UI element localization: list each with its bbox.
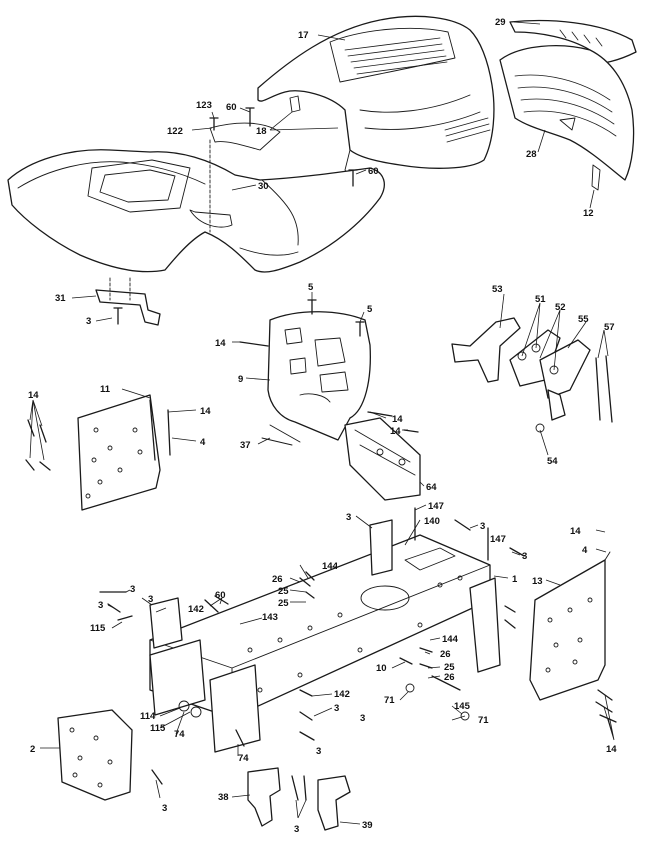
callout-14: 14	[570, 526, 581, 537]
callout-3: 3	[98, 600, 103, 611]
callout-1: 1	[512, 574, 518, 585]
callout-14: 14	[200, 406, 211, 417]
callout-10: 10	[376, 663, 387, 674]
fender-deck-part	[7, 122, 385, 273]
callout-3: 3	[86, 316, 91, 327]
callout-53: 53	[492, 284, 503, 295]
callout-122: 122	[167, 126, 183, 137]
callout-12: 12	[583, 208, 594, 219]
callout-51: 51	[535, 294, 546, 305]
callout-17: 17	[298, 30, 309, 41]
callout-4: 4	[200, 437, 206, 448]
callout-3: 3	[346, 512, 351, 523]
callout-64: 64	[426, 482, 437, 493]
control-bracket-part	[344, 411, 421, 501]
callout-123: 123	[196, 100, 212, 111]
rear-brackets-part	[247, 767, 351, 831]
callout-57: 57	[604, 322, 615, 333]
callout-25: 25	[444, 662, 455, 673]
callout-144: 144	[442, 634, 459, 645]
callout-25: 25	[278, 598, 289, 609]
callout-3: 3	[316, 746, 321, 757]
right-side-panel-part	[529, 551, 617, 741]
callout-55: 55	[578, 314, 589, 325]
callout-labels: 17 29 123 60 122 18 30 60 28 12 31 3 5 5…	[28, 17, 617, 835]
callout-147: 147	[490, 534, 506, 545]
callout-14: 14	[28, 390, 39, 401]
callout-5: 5	[308, 282, 314, 293]
callout-3: 3	[480, 521, 485, 532]
linkage-parts	[451, 317, 613, 433]
callout-71: 71	[478, 715, 489, 726]
callout-26: 26	[440, 649, 451, 660]
callout-147: 147	[428, 501, 444, 512]
callout-18: 18	[256, 126, 267, 137]
callout-11: 11	[100, 384, 111, 395]
callout-60: 60	[226, 102, 237, 113]
callout-2: 2	[30, 744, 35, 755]
grille-bracket-part	[499, 45, 635, 191]
loose-bolts-part	[25, 399, 51, 471]
callout-115: 115	[150, 723, 166, 734]
callout-14: 14	[606, 744, 617, 755]
callout-60: 60	[368, 166, 379, 177]
front-plate-part	[57, 709, 163, 801]
callout-39: 39	[362, 820, 373, 831]
grille-part	[509, 19, 637, 64]
callout-143: 143	[262, 612, 278, 623]
leader-lines	[40, 21, 609, 825]
callout-29: 29	[495, 17, 506, 28]
dash-bracket-part	[95, 277, 161, 326]
callout-28: 28	[526, 149, 537, 160]
callout-13: 13	[532, 576, 543, 587]
callout-26: 26	[444, 672, 455, 683]
callout-30: 30	[258, 181, 269, 192]
callout-5: 5	[367, 304, 373, 315]
callout-3: 3	[130, 584, 135, 595]
callout-140: 140	[424, 516, 440, 527]
main-frame-part	[149, 519, 501, 753]
callout-54: 54	[547, 456, 558, 467]
callout-31: 31	[55, 293, 66, 304]
callout-144: 144	[322, 561, 339, 572]
callout-3: 3	[360, 713, 365, 724]
callout-14: 14	[392, 414, 403, 425]
callout-3: 3	[148, 594, 153, 605]
callout-52: 52	[555, 302, 566, 313]
hood-part	[257, 15, 495, 181]
callout-14: 14	[215, 338, 226, 349]
callout-3: 3	[334, 703, 339, 714]
callout-37: 37	[240, 440, 251, 451]
callout-25: 25	[278, 586, 289, 597]
callout-3: 3	[294, 824, 299, 835]
callout-26: 26	[272, 574, 283, 585]
callout-74: 74	[238, 753, 249, 764]
callout-60: 60	[215, 590, 226, 601]
callout-3: 3	[162, 803, 167, 814]
callout-115: 115	[90, 623, 106, 634]
callout-9: 9	[238, 374, 243, 385]
callout-38: 38	[218, 792, 229, 803]
callout-71: 71	[384, 695, 395, 706]
hood-fasteners	[209, 95, 358, 233]
callout-74: 74	[174, 729, 185, 740]
callout-142: 142	[188, 604, 204, 615]
callout-14: 14	[390, 426, 401, 437]
callout-145: 145	[454, 701, 471, 712]
callout-114: 114	[140, 711, 156, 722]
callout-4: 4	[582, 545, 588, 556]
left-side-panel-part	[77, 394, 171, 511]
callout-3: 3	[522, 551, 527, 562]
callout-142: 142	[334, 689, 350, 700]
